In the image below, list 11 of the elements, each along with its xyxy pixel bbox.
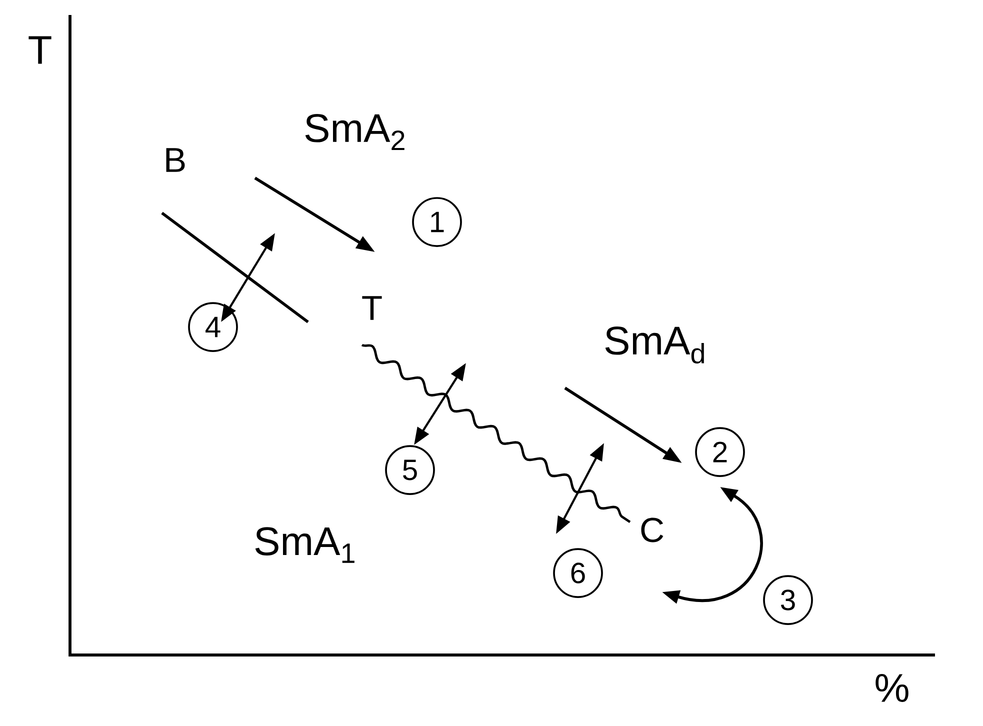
axis-label: T — [28, 36, 52, 64]
circled-number: 2 — [695, 427, 745, 477]
circled-number: 1 — [412, 197, 462, 247]
point-label: C — [641, 518, 664, 542]
circled-number: 3 — [763, 575, 813, 625]
circled-number: 5 — [385, 445, 435, 495]
point-label: T — [362, 296, 382, 320]
point-label: B — [166, 148, 185, 172]
circled-number: 4 — [188, 302, 238, 352]
circled-number: 6 — [553, 548, 603, 598]
axis-label: % — [876, 674, 908, 702]
